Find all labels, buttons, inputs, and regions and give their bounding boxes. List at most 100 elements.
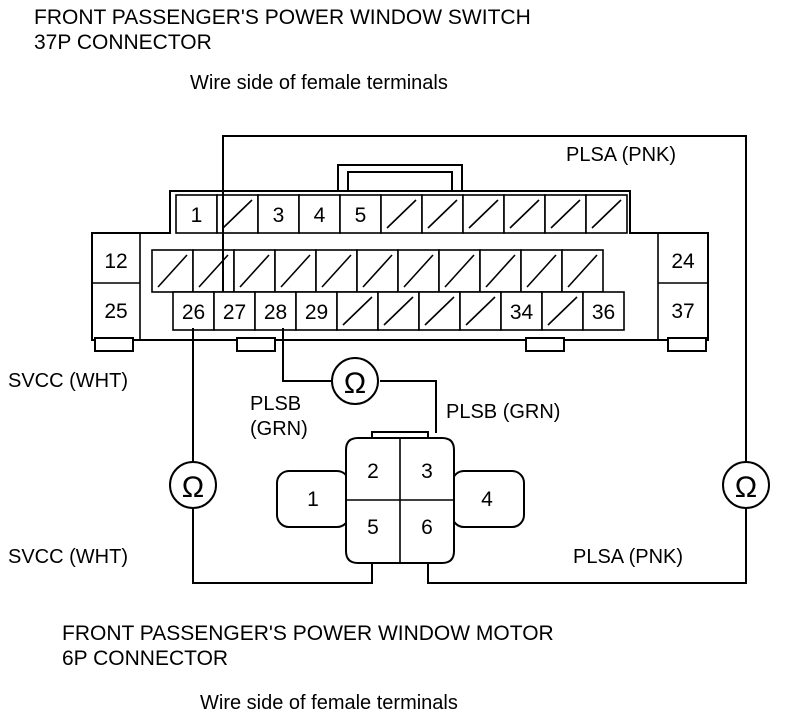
motor-pin-5: 5 (367, 516, 379, 539)
motor-pin-1: 1 (307, 488, 319, 511)
cavity-36: 36 (582, 291, 625, 331)
switch-pin-37: 37 (671, 300, 694, 323)
blank-slash (427, 199, 458, 229)
motor-view-note: Wire side of female terminals (200, 692, 458, 714)
blank-slash (280, 254, 311, 288)
blank-slash (468, 199, 499, 229)
cavity-blank (151, 249, 194, 293)
cavity-4: 4 (298, 194, 341, 234)
blank-slash (485, 254, 516, 288)
wire-plsa-lower (427, 508, 747, 584)
ohm-icon: Ω (735, 471, 757, 504)
cavity-blank (544, 194, 587, 234)
cavity-1: 1 (175, 194, 218, 234)
switch-title-line1: FRONT PASSENGER'S POWER WINDOW SWITCH (34, 6, 531, 29)
cavity-26: 26 (172, 291, 215, 331)
blank-slash (342, 296, 373, 326)
cavity-27: 27 (213, 291, 256, 331)
switch-pin-24: 24 (671, 250, 695, 273)
cavity-5: 5 (339, 194, 382, 234)
cavity-blank (233, 249, 276, 293)
switch-pin-26: 26 (182, 301, 205, 324)
blank-slash (509, 199, 540, 229)
cavity-blank (503, 194, 546, 234)
label-plsa-top: PLSA (PNK) (566, 144, 676, 166)
blank-slash (362, 254, 393, 288)
switch-pin-1: 1 (191, 204, 203, 227)
motor-title-line1: FRONT PASSENGER'S POWER WINDOW MOTOR (62, 622, 554, 645)
cavity-blank (438, 249, 481, 293)
switch-pin-28: 28 (264, 301, 287, 324)
label-svcc-bottom: SVCC (WHT) (8, 546, 128, 568)
blank-slash (222, 199, 253, 229)
blank-slash (591, 199, 622, 229)
switch-tab-far-right (667, 337, 707, 352)
switch-title-line2: 37P CONNECTOR (34, 31, 212, 54)
switch-pin-36: 36 (592, 301, 615, 324)
motor-pin-2: 2 (367, 460, 379, 483)
blank-slash (465, 296, 496, 326)
switch-pin-25: 25 (104, 300, 127, 323)
cavity-blank (561, 249, 604, 293)
switch-tab-mid (236, 337, 276, 352)
cavity-blank (192, 249, 235, 293)
motor-pin-4: 4 (481, 488, 493, 511)
blank-slash (321, 254, 352, 288)
wire-plsa-upper (222, 135, 747, 462)
cavity-blank (377, 291, 420, 331)
cavity-blank (397, 249, 440, 293)
cavity-blank (421, 194, 464, 234)
switch-pin-12: 12 (104, 250, 127, 273)
cavity-blank (380, 194, 423, 234)
switch-pin-29: 29 (305, 301, 328, 324)
motor-title-line2: 6P CONNECTOR (62, 647, 228, 670)
switch-pin-5: 5 (355, 204, 367, 227)
blank-slash (424, 296, 455, 326)
switch-pin-27: 27 (223, 301, 246, 324)
cavity-blank (274, 249, 317, 293)
blank-slash (526, 254, 557, 288)
blank-slash (157, 254, 188, 288)
switch-tab-left (94, 337, 134, 352)
cavity-28: 28 (254, 291, 297, 331)
cavity-blank (462, 194, 505, 234)
wire-plsb-right (380, 380, 437, 433)
label-plsb-right: PLSB (GRN) (446, 401, 560, 423)
cavity-3: 3 (257, 194, 300, 234)
label-plsb-left-2: (GRN) (250, 418, 308, 440)
blank-slash (403, 254, 434, 288)
cavity-blank (585, 194, 628, 234)
label-plsa-bottom: PLSA (PNK) (573, 546, 683, 568)
blank-slash (567, 254, 598, 288)
label-svcc-top: SVCC (WHT) (8, 370, 128, 392)
ohmmeter-plsa: Ω (722, 461, 770, 509)
blank-slash (239, 254, 270, 288)
motor-pin-3: 3 (421, 460, 433, 483)
cavity-29: 29 (295, 291, 338, 331)
wire-svcc-lower (192, 508, 373, 584)
blank-slash (383, 296, 414, 326)
cavity-blank (520, 249, 563, 293)
blank-slash (444, 254, 475, 288)
cavity-blank (459, 291, 502, 331)
ohm-icon: Ω (344, 367, 366, 400)
blank-slash (547, 296, 578, 326)
switch-pin-4: 4 (314, 204, 326, 227)
cavity-blank (336, 291, 379, 331)
blank-slash (386, 199, 417, 229)
motor-6p-connector: 1 2 3 4 5 6 (276, 431, 525, 564)
switch-latch-inner (347, 171, 453, 193)
switch-middle-row (151, 249, 604, 293)
motor-pin-6: 6 (421, 516, 433, 539)
cavity-blank (479, 249, 522, 293)
label-plsb-left-1: PLSB (250, 393, 301, 415)
switch-view-note: Wire side of female terminals (190, 72, 448, 94)
ohmmeter-svcc: Ω (169, 461, 217, 509)
switch-pin-34: 34 (510, 301, 534, 324)
switch-bottom-row: 26 27 28 29 34 36 (172, 291, 625, 331)
wire-plsb-left (282, 328, 331, 382)
cavity-blank (418, 291, 461, 331)
